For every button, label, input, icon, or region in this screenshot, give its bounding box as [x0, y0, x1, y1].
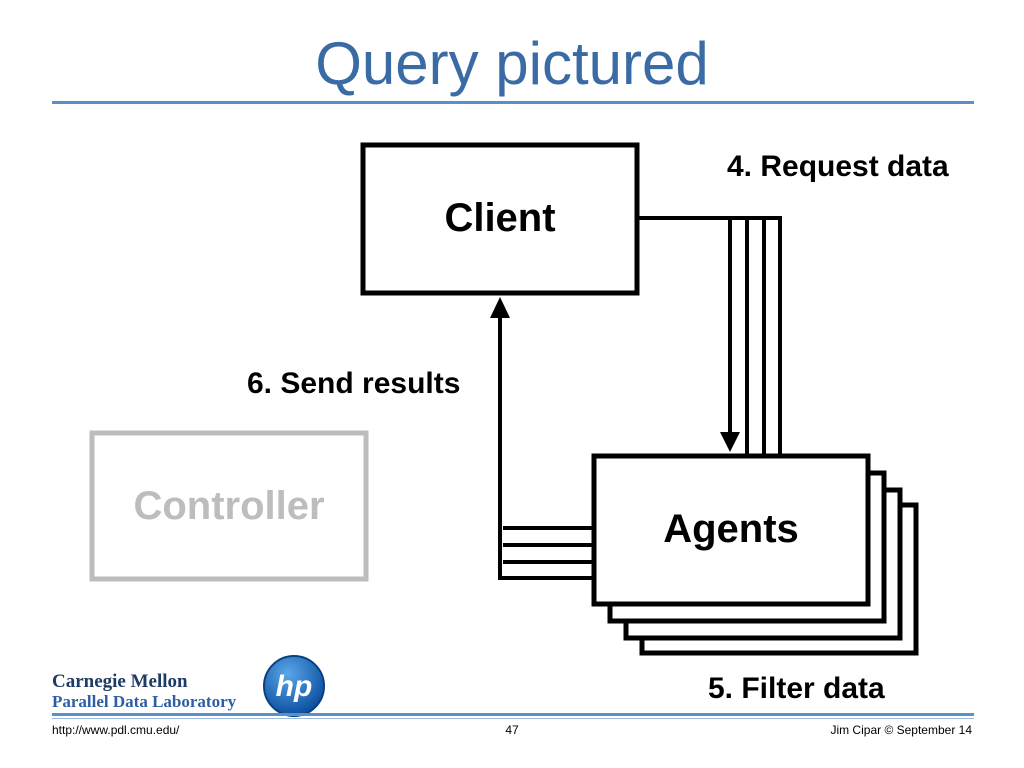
footer-url: http://www.pdl.cmu.edu/ — [52, 723, 180, 737]
step6-send-results-label: 6. Send results — [247, 367, 461, 400]
agents-label: Agents — [663, 507, 799, 551]
footer-divider — [52, 713, 974, 716]
client-label: Client — [444, 196, 556, 240]
slide-title: Query pictured — [315, 30, 709, 97]
cmu-logo-line2: Parallel Data Laboratory — [52, 692, 237, 711]
footer-divider-thin — [52, 718, 974, 719]
hp-logo-text: hp — [276, 670, 313, 703]
controller-label: Controller — [133, 484, 325, 528]
cmu-pdl-logo: Carnegie Mellon Parallel Data Laboratory — [52, 672, 236, 712]
title-divider — [52, 101, 974, 104]
step5-filter-data-label: 5. Filter data — [708, 672, 885, 705]
footer-page-number: 47 — [505, 723, 519, 737]
hp-logo: hp — [263, 655, 325, 717]
request-arrowhead — [720, 432, 740, 452]
results-arrowhead — [490, 297, 510, 318]
step4-request-data-label: 4. Request data — [727, 150, 949, 183]
agent-box-front — [591, 453, 871, 607]
send-results-lines — [498, 315, 594, 580]
request-data-lines — [638, 216, 782, 455]
cmu-logo-line1: Carnegie Mellon — [52, 671, 188, 692]
client-box — [360, 142, 640, 296]
controller-box — [89, 430, 369, 582]
footer-author-date: Jim Cipar © September 14 — [830, 723, 972, 737]
